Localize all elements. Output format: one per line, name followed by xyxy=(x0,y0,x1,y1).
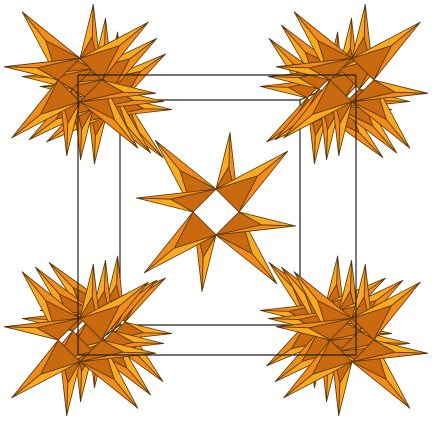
tetrahedron-face-light xyxy=(293,271,331,341)
tetrahedron-face-light xyxy=(11,361,81,399)
tetrahedron-face-light xyxy=(268,262,308,323)
tetrahedron-face-light xyxy=(267,76,320,90)
tetrahedron-face-light xyxy=(79,263,94,319)
tetrahedron-face-light xyxy=(136,197,194,213)
tetrahedron-face-light xyxy=(201,234,217,292)
tetrahedron-face-light xyxy=(124,321,173,335)
tetrahedron-face-light xyxy=(101,339,157,354)
tetrahedron-face-light xyxy=(373,79,429,94)
tetrahedron-face-light xyxy=(259,86,308,99)
tetrahedron-face-light xyxy=(280,266,320,332)
tetrahedron-face-light xyxy=(66,361,81,417)
tetrahedron-face-light xyxy=(92,259,106,312)
tetrahedron-face-light xyxy=(94,116,107,165)
tetrahedron-face-light xyxy=(80,109,94,161)
tetrahedron-face-light xyxy=(79,21,149,59)
tetrahedron-face-light xyxy=(338,101,353,157)
tetrahedron-face-light xyxy=(215,150,289,190)
tetrahedra-cluster xyxy=(4,263,157,417)
tetrahedra-cluster xyxy=(136,132,296,292)
tetrahedron-face-light xyxy=(21,271,59,341)
tetrahedron-face-light xyxy=(358,330,411,344)
tetrahedron-face-light xyxy=(283,101,353,139)
tetrahedron-face-light xyxy=(373,339,429,354)
tetrahedron-face-light xyxy=(143,234,217,274)
tetrahedron-face-light xyxy=(283,361,353,399)
tetrahedron-face-light xyxy=(11,101,81,139)
tetrahedron-face-light xyxy=(79,4,94,59)
tetrahedron-face-light xyxy=(101,339,139,409)
tetrahedron-face-light xyxy=(338,259,352,312)
tetrahedron-face-light xyxy=(275,66,331,81)
tetrahedron-face-light xyxy=(238,211,296,227)
tetrahedron-face-light xyxy=(351,4,366,59)
tetrahedron-face-light xyxy=(373,339,411,409)
tetrahedra-framework xyxy=(4,4,429,417)
tetrahedron-face-light xyxy=(351,21,421,59)
tetrahedron-face-light xyxy=(4,66,59,81)
tetrahedra-cluster xyxy=(275,4,429,157)
tetrahedron-face-light xyxy=(338,361,353,417)
tetrahedron-face-light xyxy=(275,326,331,341)
tetrahedron-face-light xyxy=(21,76,73,90)
tetrahedron-face-light xyxy=(4,326,59,341)
tetrahedron-face-light xyxy=(313,116,327,165)
tetrahedra-cluster xyxy=(275,263,429,417)
tetrahedron-face-light xyxy=(66,101,81,157)
tetrahedron-face-light xyxy=(351,281,421,319)
tetrahedron-face-light xyxy=(113,88,152,154)
tetrahedron-face-light xyxy=(113,330,165,344)
tetrahedron-face-light xyxy=(351,263,366,319)
unit-cell-front-edges xyxy=(77,74,357,356)
tetrahedra-cluster xyxy=(4,4,157,157)
tetrahedron-face-light xyxy=(325,255,339,304)
tetrahedron-face-light xyxy=(79,281,149,319)
tetrahedron-face-light xyxy=(101,79,157,94)
tetrahedron-face-light xyxy=(293,11,331,81)
tetrahedron-face-light xyxy=(21,11,59,81)
tetrahedron-face-light xyxy=(215,132,231,190)
